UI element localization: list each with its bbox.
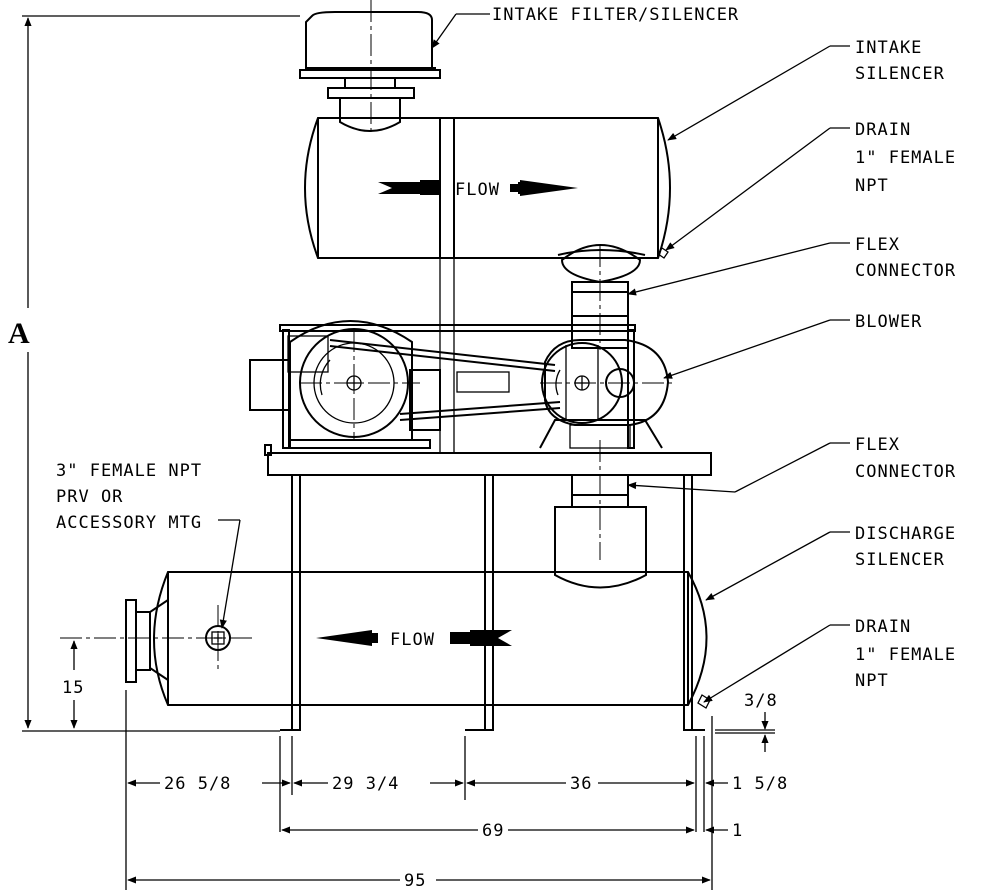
label-drain-top-3: NPT — [855, 176, 889, 196]
motor — [249, 320, 441, 449]
label-discharge-2: SILENCER — [855, 550, 945, 570]
dim-15: 15 — [62, 678, 84, 698]
label-prv-2: PRV OR — [56, 487, 123, 507]
dim-69: 69 — [482, 821, 504, 841]
skid-legs — [280, 474, 705, 731]
dim-height-A: A — [8, 317, 30, 350]
flow-arrow-intake — [378, 180, 578, 196]
blower — [539, 339, 672, 449]
label-discharge-1: DISCHARGE — [855, 524, 956, 544]
dim-36: 36 — [570, 774, 592, 794]
label-drain-top-1: DRAIN — [855, 120, 911, 140]
label-flex-top-1: FLEX — [855, 235, 900, 255]
label-flex-bottom-1: FLEX — [855, 435, 900, 455]
base-plate — [267, 452, 712, 476]
dimension-lines — [22, 15, 775, 890]
label-drain-bottom-3: NPT — [855, 671, 889, 691]
dim-95: 95 — [404, 871, 426, 891]
leader-lines — [218, 13, 850, 703]
flow-arrow-discharge — [316, 630, 512, 646]
label-drain-bottom-1: DRAIN — [855, 617, 911, 637]
label-prv-3: ACCESSORY MTG — [56, 513, 202, 533]
drive-belt — [329, 339, 561, 421]
flex-connector-top — [557, 244, 646, 350]
label-prv-1: 3" FEMALE NPT — [56, 461, 202, 481]
label-intake-silencer-2: SILENCER — [855, 64, 945, 84]
flow-label-intake: FLOW — [455, 180, 500, 200]
dim-3-8: 3/8 — [744, 691, 778, 711]
dim-1: 1 — [732, 821, 743, 841]
dim-26-5-8: 26 5/8 — [164, 774, 231, 794]
support-post — [439, 257, 455, 454]
label-flex-top-2: CONNECTOR — [855, 261, 956, 281]
label-blower: BLOWER — [855, 312, 922, 332]
dim-29-3-4: 29 3/4 — [332, 774, 399, 794]
discharge-silencer-tank — [60, 571, 711, 709]
dim-1-5-8: 1 5/8 — [732, 774, 788, 794]
flow-label-discharge: FLOW — [390, 630, 435, 650]
label-drain-top-2: 1" FEMALE — [855, 148, 956, 168]
intake-filter-silencer — [299, 0, 441, 132]
label-intake-filter: INTAKE FILTER/SILENCER — [492, 5, 739, 25]
label-intake-silencer-1: INTAKE — [855, 38, 922, 58]
label-flex-bottom-2: CONNECTOR — [855, 462, 956, 482]
belt-guard-frame — [279, 324, 636, 449]
label-drain-bottom-2: 1" FEMALE — [855, 645, 956, 665]
